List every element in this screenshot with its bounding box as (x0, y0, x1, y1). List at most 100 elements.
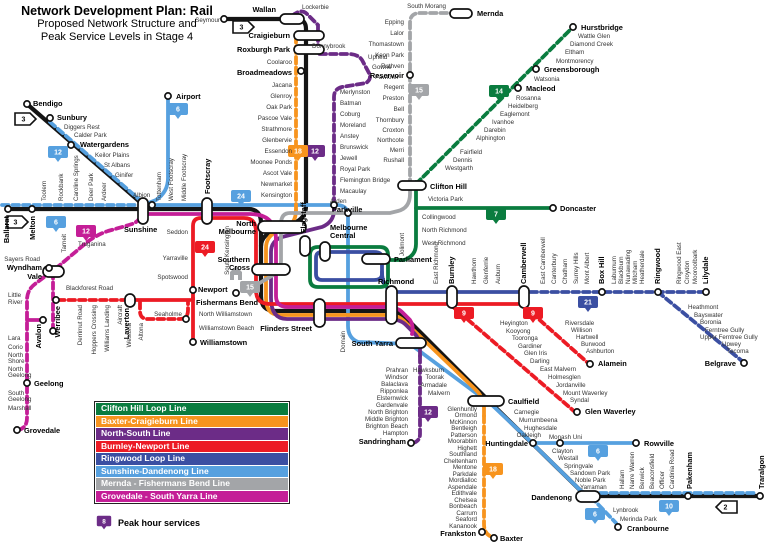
station-label: Batman (340, 100, 362, 107)
station-label: Canterbury (551, 252, 558, 284)
station-label: Fishermans Bend (196, 298, 259, 307)
station-label: Ashburton (586, 348, 615, 355)
station-marker (514, 84, 522, 92)
service-badge-6: 6 (46, 216, 66, 232)
station-marker (614, 523, 622, 531)
station-label: Box Hill (597, 256, 606, 284)
station-label: Macleod (526, 84, 556, 93)
badge-shape (46, 216, 66, 232)
station-label: Gowrie (372, 64, 392, 71)
line-frankston-line (482, 414, 494, 539)
station-label: Armadale (421, 382, 448, 389)
station-label: Lalor (390, 30, 404, 37)
station-marker (684, 492, 692, 500)
station-label: North (236, 219, 256, 228)
station-label: Springvale (564, 463, 594, 470)
badge-count: 10 (665, 504, 673, 511)
interchange-marker (518, 285, 530, 309)
station-label: Keilor Plains (95, 152, 129, 159)
station-label: Nunawading (625, 249, 632, 284)
station-label: Strathmore (261, 126, 292, 133)
legend-item-1: Baxter-Craigieburn Line (96, 415, 288, 427)
service-badge-2: 2 (714, 500, 738, 514)
station-marker (529, 439, 537, 447)
station-label: Glen Iris (524, 350, 547, 357)
station-label: Airport (176, 92, 201, 101)
badge-shape (76, 225, 96, 241)
station-label: Seaholme (154, 311, 182, 318)
station-label: Moonee Ponds (250, 159, 292, 166)
station-marker (23, 100, 31, 108)
badge-shape (288, 145, 308, 161)
station-label: Westgarth (445, 165, 474, 172)
station-marker (490, 534, 498, 542)
station-label: Craigieburn (249, 31, 291, 40)
station-label: Ardeer (101, 182, 108, 201)
station-label: Williams Landing (104, 304, 111, 351)
station-marker (23, 379, 31, 387)
station-label: Wyndham (7, 263, 43, 272)
station-label: Royal Park (340, 166, 371, 173)
station-label: Chatham (562, 259, 569, 284)
badge-shape (489, 85, 509, 101)
station-label: Albion (133, 192, 151, 199)
station-label: Sandringham (359, 437, 407, 446)
station-label: Truganina (78, 241, 106, 248)
station-label: Auburn (495, 263, 502, 284)
line-clifton-hill-city (386, 180, 418, 262)
station-label: Avalon (34, 324, 43, 349)
service-badge-9: 9 (454, 307, 474, 323)
station-label: Sunbury (57, 113, 88, 122)
service-badge-6: 6 (585, 508, 605, 524)
line-burnley-newport-city (191, 216, 520, 306)
station-label: Seymour (195, 17, 220, 24)
service-badge-18: 18 (288, 145, 308, 161)
station-label: Hurstbridge (581, 23, 623, 32)
station-label: Caulfield (508, 397, 540, 406)
station-label: Hawthorn (471, 257, 478, 284)
station-label: Pascoe Vale (258, 115, 293, 122)
port-building-icon (230, 266, 242, 280)
station-label: Ginifer (115, 172, 133, 179)
station-label: Fawkner (375, 74, 399, 81)
line-glen-waverley-branch (450, 304, 577, 414)
station-label: South Kensington (224, 225, 231, 274)
station-label: Merlynston (340, 89, 371, 96)
station-label: Newmarket (261, 181, 293, 188)
station-label: Cardinia Road (669, 449, 676, 489)
badge-shape (6, 215, 30, 229)
station-label: Macaulay (340, 188, 367, 195)
legend-item-2: North-South Line (96, 428, 288, 440)
station-label: Glenroy (270, 93, 293, 100)
station-label: North (8, 366, 24, 373)
line-north-south-city (269, 208, 422, 358)
station-marker (148, 201, 156, 209)
interchange-marker (124, 293, 136, 308)
station-label: Collingwood (422, 214, 456, 221)
station-label: St Albans (104, 162, 130, 169)
service-badge-6: 6 (588, 445, 608, 461)
station-label: Burnley (447, 256, 456, 284)
station-label: Donnybrook (312, 43, 346, 50)
title-line-1: Network Development Plan: Rail (21, 4, 213, 18)
badge-shape (48, 146, 68, 162)
station-label: Jacana (272, 82, 293, 89)
station-label: Laverton (122, 308, 131, 340)
station-marker (654, 288, 662, 296)
badge-shape (305, 145, 325, 161)
station-label: Heidelberg (508, 103, 538, 110)
station-label: Geelong (34, 379, 64, 388)
station-label: Alamein (598, 359, 627, 368)
station-label: Glenbervie (262, 137, 292, 144)
station-label: Reservoir (370, 71, 404, 80)
legend-item-7: Grovedale - South Yarra Line (96, 490, 288, 502)
line-grovedale-west (16, 213, 142, 432)
interchange-marker (397, 180, 427, 191)
station-label: Coburg (340, 111, 361, 118)
station-label: Burwood (581, 341, 606, 348)
station-label: Jolimont (399, 233, 406, 256)
station-label: Doncaster (560, 204, 596, 213)
station-label: Spotswood (157, 274, 188, 281)
station-label: Bentleigh (451, 425, 477, 432)
station-marker (164, 92, 172, 100)
